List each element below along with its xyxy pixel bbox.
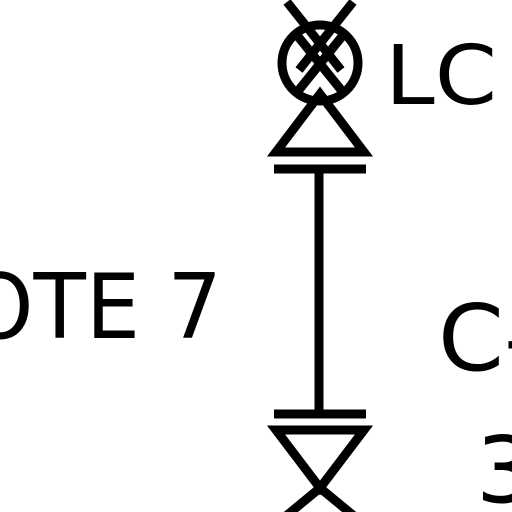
lc-cross-line-b xyxy=(290,31,348,99)
valve-upper-diagonal-right xyxy=(295,0,357,73)
valve-lower-triangle xyxy=(266,86,374,157)
gate-valve-symbol-upper xyxy=(266,86,374,157)
lower-valve-diagonal-left xyxy=(283,484,323,512)
top-valve-symbol xyxy=(283,0,357,73)
lower-valve-diagonal-right xyxy=(317,484,357,512)
line-number-partial: 3 xyxy=(476,417,512,512)
lc-tag-label: LC xyxy=(385,29,497,124)
lower-valve-upper-triangle xyxy=(266,425,374,496)
note-label: OTE 7 xyxy=(0,255,222,360)
line-label-partial: C- xyxy=(438,285,512,392)
gate-valve-symbol-lower xyxy=(266,425,374,512)
valve-upper-diagonal-left xyxy=(283,0,345,73)
